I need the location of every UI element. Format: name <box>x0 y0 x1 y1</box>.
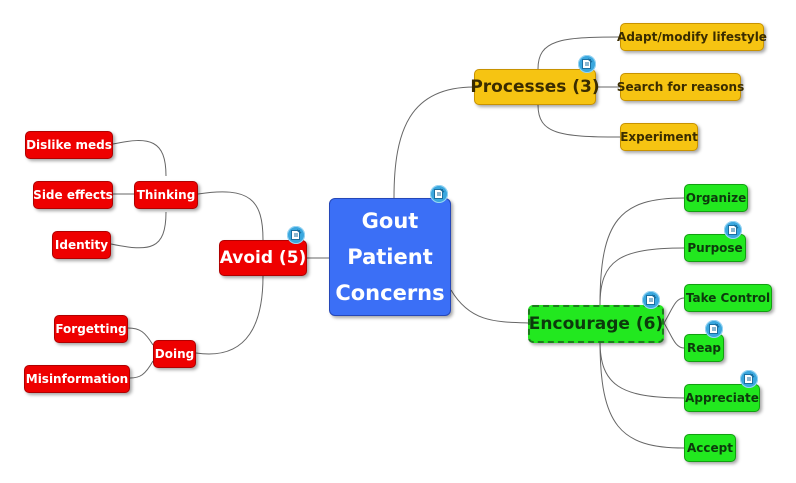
topic-label: Accept <box>687 441 733 455</box>
connector <box>537 36 621 70</box>
topic-label: Experiment <box>620 130 698 144</box>
connector <box>599 340 685 399</box>
topic-encourage[interactable]: Encourage (6) <box>528 305 664 343</box>
note-icon[interactable] <box>724 221 742 239</box>
connector <box>450 289 529 324</box>
topic-doing[interactable]: Doing <box>153 340 196 368</box>
topic-label: Take Control <box>685 291 771 305</box>
topic-label: Purpose <box>687 241 743 255</box>
topic-avoid[interactable]: Avoid (5) <box>219 240 307 276</box>
topic-thinking[interactable]: Thinking <box>134 181 198 209</box>
connector <box>112 140 167 177</box>
topic-label: Thinking <box>136 188 196 202</box>
topic-adapt-lifestyle[interactable]: Adapt/modify lifestyle <box>617 23 767 51</box>
topic-label: Side effects <box>33 188 113 202</box>
topic-label: Avoid (5) <box>219 248 307 268</box>
connector <box>663 322 685 349</box>
topic-label: Adapt/modify lifestyle <box>617 30 767 44</box>
central-topic-line: Patient <box>347 245 433 269</box>
connector <box>129 360 154 379</box>
topic-label: Encourage (6) <box>528 314 664 334</box>
topic-misinformation[interactable]: Misinformation <box>24 365 130 393</box>
topic-side-effects[interactable]: Side effects <box>33 181 113 209</box>
topic-label: Forgetting <box>55 322 127 336</box>
note-icon[interactable] <box>430 185 448 203</box>
note-icon[interactable] <box>642 291 660 309</box>
connector <box>599 197 685 306</box>
topic-label: Identity <box>54 238 109 252</box>
topic-experiment[interactable]: Experiment <box>620 123 698 151</box>
topic-take-control[interactable]: Take Control <box>684 284 772 312</box>
note-icon[interactable] <box>740 370 758 388</box>
connector <box>599 340 685 449</box>
connector <box>393 86 475 199</box>
topic-dislike-meds[interactable]: Dislike meds <box>25 131 113 159</box>
topic-identity[interactable]: Identity <box>52 231 111 259</box>
topic-label: Dislike meds <box>26 138 112 152</box>
central-topic[interactable]: Gout Patient Concerns <box>329 198 451 316</box>
central-topic-line: Gout <box>361 209 419 233</box>
topic-accept[interactable]: Accept <box>684 434 736 462</box>
note-icon[interactable] <box>705 320 723 338</box>
topic-organize[interactable]: Organize <box>684 184 748 212</box>
topic-reap[interactable]: Reap <box>684 334 724 362</box>
topic-label: Doing <box>154 347 195 361</box>
central-topic-line: Concerns <box>335 281 445 305</box>
topic-label: Appreciate <box>685 391 759 405</box>
connector <box>599 247 685 306</box>
topic-label: Processes (3) <box>470 77 600 97</box>
connector <box>537 104 621 138</box>
note-icon[interactable] <box>287 226 305 244</box>
topic-forgetting[interactable]: Forgetting <box>54 315 128 343</box>
connector <box>195 275 264 355</box>
connector <box>663 297 685 324</box>
note-icon[interactable] <box>578 55 596 73</box>
topic-label: Organize <box>685 191 747 205</box>
topic-label: Search for reasons <box>616 80 745 94</box>
topic-appreciate[interactable]: Appreciate <box>684 384 760 412</box>
topic-processes[interactable]: Processes (3) <box>470 69 600 105</box>
topic-purpose[interactable]: Purpose <box>684 234 746 262</box>
connector <box>127 327 154 346</box>
connector <box>110 211 167 249</box>
topic-label: Misinformation <box>25 372 129 386</box>
topic-search-reasons[interactable]: Search for reasons <box>616 73 745 101</box>
topic-label: Reap <box>686 341 722 355</box>
connector <box>197 191 264 241</box>
